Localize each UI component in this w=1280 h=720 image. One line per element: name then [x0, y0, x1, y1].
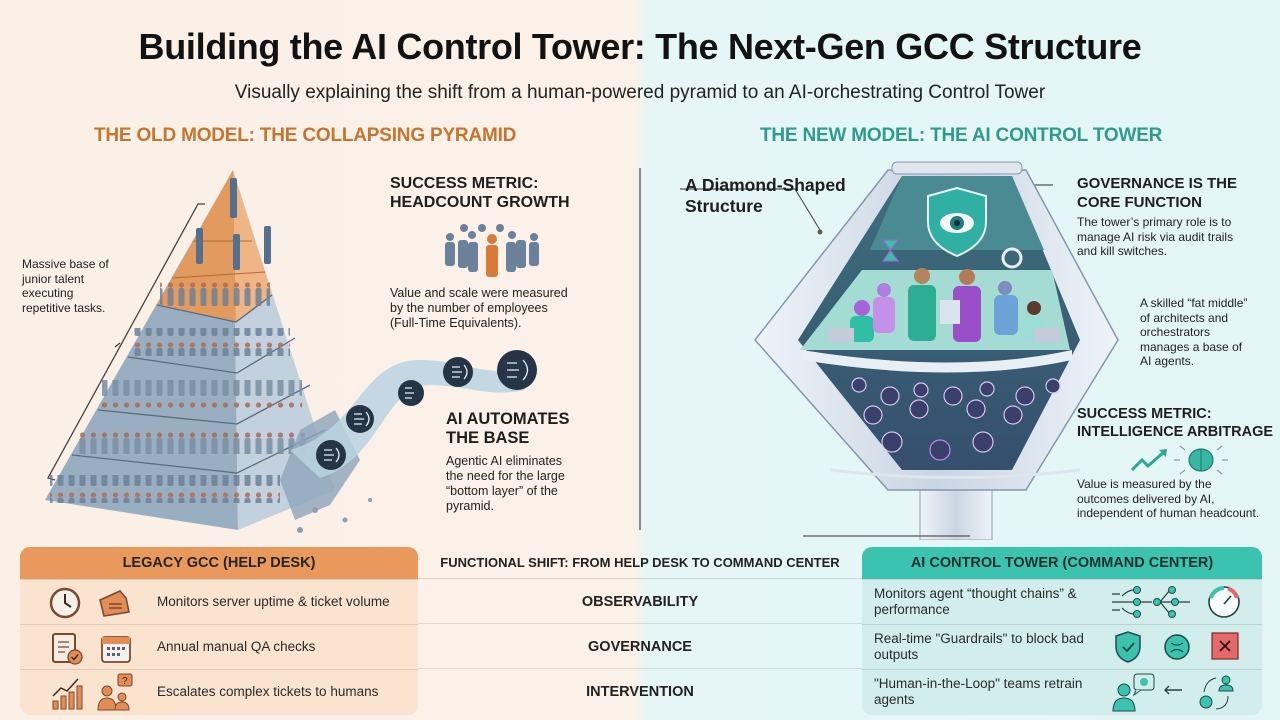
body-line: orchestrators	[1140, 325, 1211, 339]
tower-intervention-text: "Human-in-the-Loop" teams retrain agents	[874, 675, 1083, 707]
people-question-icon: ?	[97, 673, 133, 711]
clock-icon	[49, 587, 81, 619]
legacy-intervention-text: Escalates complex tickets to humans	[157, 684, 379, 699]
ai-control-tower-header: AI CONTROL TOWER (COMMAND CENTER)	[862, 547, 1262, 579]
table-row: Monitors server uptime & ticket volume	[20, 579, 418, 623]
annotation-line: junior talent	[22, 271, 85, 286]
title-line: INTELLIGENCE ARBITRAGE	[1077, 424, 1274, 440]
ai-automates-title: AI AUTOMATES THE BASE	[446, 410, 626, 448]
body-line: AI agents.	[1140, 354, 1195, 368]
arrow-left-icon	[1164, 685, 1182, 695]
governance-body: The tower’s primary role is to manage AI…	[1077, 215, 1277, 259]
intelligence-arbitrage-title: SUCCESS METRIC: INTELLIGENCE ARBITRAGE	[1077, 405, 1277, 441]
tower-governance-text: Real-time "Guardrails" to block bad outp…	[874, 630, 1084, 662]
body-line: Agentic AI eliminates	[446, 454, 563, 468]
title-line: SUCCESS METRIC:	[1077, 406, 1212, 422]
body-line: of architects and	[1140, 310, 1229, 325]
legacy-gcc-column: LEGACY GCC (HELP DESK) Monitors server u…	[20, 547, 418, 715]
function-intervention: INTERVENTION	[586, 684, 694, 700]
gauge-icon	[1208, 586, 1240, 618]
legacy-governance-text: Annual manual QA checks	[157, 639, 316, 654]
body-line: independent of human headcount.	[1077, 506, 1260, 520]
person-brain-chat-icon	[1112, 673, 1155, 712]
body-line: The tower’s primary role is to	[1077, 215, 1232, 229]
new-model-heading: THE NEW MODEL: THE AI CONTROL TOWER	[760, 125, 1163, 146]
frown-icon	[1164, 634, 1190, 660]
svg-text:?: ?	[122, 676, 128, 687]
calendar-icon	[101, 636, 131, 663]
title-line: SUCCESS METRIC:	[390, 175, 539, 192]
body-line: A skilled “fat middle”	[1140, 296, 1248, 310]
pyramid-base-annotation: Massive base of junior talent executing …	[22, 257, 122, 315]
new-model-panel: A Diamond-Shaped Structure GOVERNANCE IS…	[640, 160, 1280, 540]
title-line: CORE FUNCTION	[1077, 194, 1202, 211]
governance-title: GOVERNANCE IS THE CORE FUNCTION	[1077, 174, 1277, 212]
governance-callout: GOVERNANCE IS THE CORE FUNCTION The towe…	[1077, 174, 1277, 259]
functional-shift-header: FUNCTIONAL SHIFT: FROM HELP DESK TO COMM…	[418, 547, 862, 579]
section-divider	[639, 168, 641, 530]
headcount-metric-body: Value and scale were measured by the num…	[390, 286, 610, 331]
body-line: manage AI risk via audit trails	[1077, 229, 1234, 244]
function-governance: GOVERNANCE	[418, 625, 862, 669]
body-line: by the number of employees	[390, 301, 548, 315]
legacy-observability-text: Monitors server uptime & ticket volume	[157, 594, 390, 609]
headcount-metric-title: SUCCESS METRIC: HEADCOUNT GROWTH	[390, 174, 610, 212]
function-observability: OBSERVABILITY	[418, 580, 862, 624]
table-row: ? Escalates complex tickets to humans	[20, 669, 418, 713]
body-line: and kill switches.	[1077, 244, 1168, 258]
collapsing-pyramid-illustration	[45, 170, 537, 533]
intelligence-arbitrage-callout: SUCCESS METRIC: INTELLIGENCE ARBITRAGE V…	[1077, 405, 1277, 521]
annotation-line: executing	[22, 286, 74, 300]
clipboard-check-icon	[52, 633, 83, 665]
old-model-heading: THE OLD MODEL: THE COLLAPSING PYRAMID	[94, 125, 517, 146]
page-subtitle: Visually explaining the shift from a hum…	[234, 82, 1046, 103]
body-line: (Full-Time Equivalents).	[390, 316, 522, 330]
annotation-line: Massive base of	[22, 257, 109, 271]
body-line: outcomes delivered by AI,	[1077, 491, 1215, 506]
body-line: pyramid.	[446, 499, 494, 513]
title-line: THE BASE	[446, 429, 530, 447]
body-line: Value and scale were measured	[390, 286, 568, 300]
title-line: GOVERNANCE IS THE	[1077, 175, 1238, 192]
fat-middle-callout: A skilled “fat middle” of architects and…	[1140, 296, 1280, 369]
old-model-panel: Massive base of junior talent executing …	[0, 160, 640, 540]
body-line: “bottom layer” of the	[446, 484, 558, 498]
label-line: A Diamond-Shaped	[685, 175, 846, 195]
title-line: AI AUTOMATES	[446, 410, 570, 428]
legacy-gcc-header: LEGACY GCC (HELP DESK)	[20, 547, 418, 579]
trend-up-arrow-icon	[1130, 450, 1165, 472]
table-row: Annual manual QA checks	[20, 624, 418, 668]
ticket-icon	[99, 590, 130, 617]
table-row: Real-time "Guardrails" to block bad outp…	[862, 624, 1262, 668]
body-line: manages a base of	[1140, 339, 1243, 354]
annotation-line: repetitive tasks.	[22, 300, 106, 315]
ai-automates-body: Agentic AI eliminates the need for the l…	[446, 454, 626, 514]
body-line: Value is measured by the	[1077, 477, 1212, 491]
bar-chart-trend-icon	[52, 678, 83, 710]
flow-network-icon	[1112, 586, 1190, 618]
crowd-people-icon	[445, 224, 539, 277]
page-title: Building the AI Control Tower: The Next-…	[138, 26, 1142, 67]
label-line: Structure	[685, 196, 763, 216]
diamond-structure-label: A Diamond-Shaped Structure	[685, 175, 846, 217]
title-line: HEADCOUNT GROWTH	[390, 194, 570, 211]
table-row: "Human-in-the-Loop" teams retrain agents	[862, 669, 1262, 713]
ai-automates-callout: AI AUTOMATES THE BASE Agentic AI elimina…	[446, 410, 626, 514]
x-box-icon[interactable]	[1210, 631, 1240, 661]
shield-eye-icon	[927, 186, 987, 258]
intelligence-arbitrage-body: Value is measured by the outcomes delive…	[1077, 477, 1277, 521]
headcount-metric-callout: SUCCESS METRIC: HEADCOUNT GROWTH Value a…	[390, 174, 610, 331]
tower-observability-text: Monitors agent “thought chains” & perfor…	[874, 585, 1077, 617]
comparison-table: LEGACY GCC (HELP DESK) Monitors server u…	[20, 547, 1270, 715]
shield-check-icon	[1115, 631, 1141, 663]
retrain-cycle-icon	[1199, 675, 1234, 710]
body-line: the need for the large	[446, 469, 565, 483]
ai-control-tower-illustration	[680, 161, 1228, 540]
brain-icon	[1174, 445, 1228, 475]
table-row: Monitors agent “thought chains” & perfor…	[862, 579, 1262, 623]
ai-control-tower-column: AI CONTROL TOWER (COMMAND CENTER) Monito…	[862, 547, 1262, 715]
